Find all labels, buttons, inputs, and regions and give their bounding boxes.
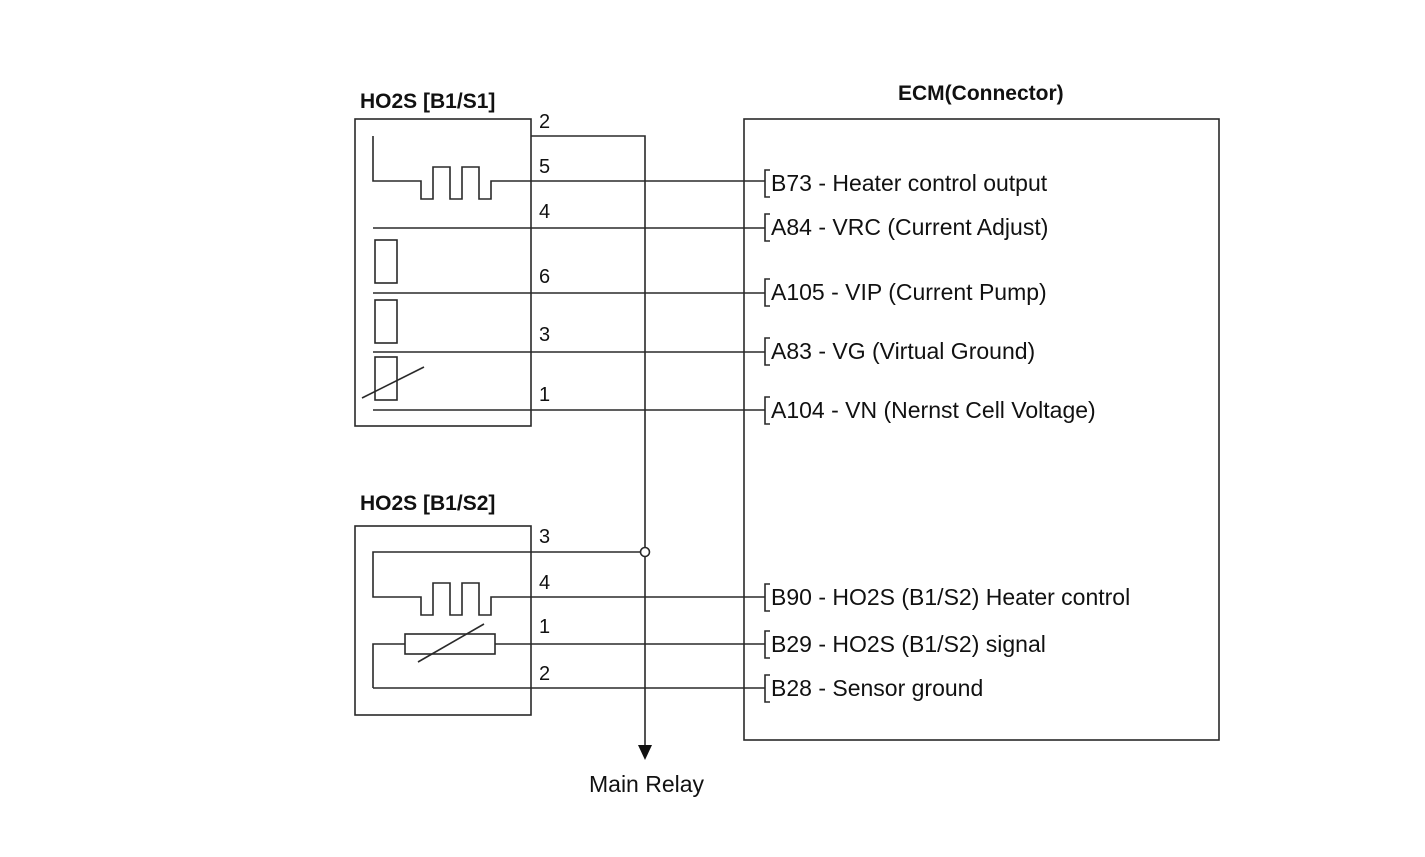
sensor2-title: HO2S [B1/S2] [360, 492, 495, 515]
sensor2-box [354, 525, 532, 716]
sensor2-variable-marker [417, 623, 485, 663]
sensor1-nernst-cell [374, 299, 398, 344]
sensor2-heater-element [372, 551, 765, 616]
sensor2-pin-3: 3 [539, 526, 550, 548]
sensor1-box [354, 118, 532, 427]
ecm-title: ECM(Connector) [898, 82, 1064, 105]
ecm-terminal-b90: B90 - HO2S (B1/S2) Heater control [771, 584, 1130, 610]
sensor1-sensor-cell [374, 356, 398, 401]
ecm-terminal-a84: A84 - VRC (Current Adjust) [771, 214, 1048, 240]
ecm-terminal-b29: B29 - HO2S (B1/S2) signal [771, 631, 1046, 657]
ecm-terminal-bracket [764, 169, 770, 198]
ecm-terminal-bracket [764, 396, 770, 425]
sensor2-pin-2: 2 [539, 663, 550, 685]
sensor1-pin-5: 5 [539, 156, 550, 178]
sensor1-pump-cell [374, 239, 398, 284]
ecm-terminal-bracket [764, 213, 770, 242]
ecm-terminal-bracket [764, 674, 770, 703]
sensor1-pin-3: 3 [539, 324, 550, 346]
ecm-terminal-a104: A104 - VN (Nernst Cell Voltage) [771, 397, 1096, 423]
main-relay-wire [531, 135, 646, 748]
sensor2-pin-1: 1 [539, 616, 550, 638]
sensor2-signal-left-wire [372, 643, 405, 688]
ecm-box [743, 118, 1220, 741]
sensor1-pin-6: 6 [539, 266, 550, 288]
ecm-terminal-b73: B73 - Heater control output [771, 170, 1048, 196]
main-relay-label: Main Relay [589, 771, 705, 797]
ecm-terminal-bracket [764, 278, 770, 307]
ecm-terminal-a83: A83 - VG (Virtual Ground) [771, 338, 1035, 364]
sensor1-pin-1: 1 [539, 384, 550, 406]
ecm-terminal-bracket [764, 583, 770, 612]
arrow-down-icon [638, 745, 652, 760]
ecm-terminal-a105: A105 - VIP (Current Pump) [771, 279, 1047, 305]
sensor1-heater-element [372, 136, 765, 200]
sensor1-title: HO2S [B1/S1] [360, 90, 495, 113]
sensor1-pin-4: 4 [539, 201, 550, 223]
ecm-terminal-bracket [764, 630, 770, 659]
sensor2-pin-4: 4 [539, 572, 550, 594]
sensor1-variable-marker [361, 366, 425, 399]
junction-node [639, 546, 651, 558]
sensor1-pin-2: 2 [539, 111, 550, 133]
ecm-terminal-bracket [764, 337, 770, 366]
ecm-terminal-b28: B28 - Sensor ground [771, 675, 983, 701]
